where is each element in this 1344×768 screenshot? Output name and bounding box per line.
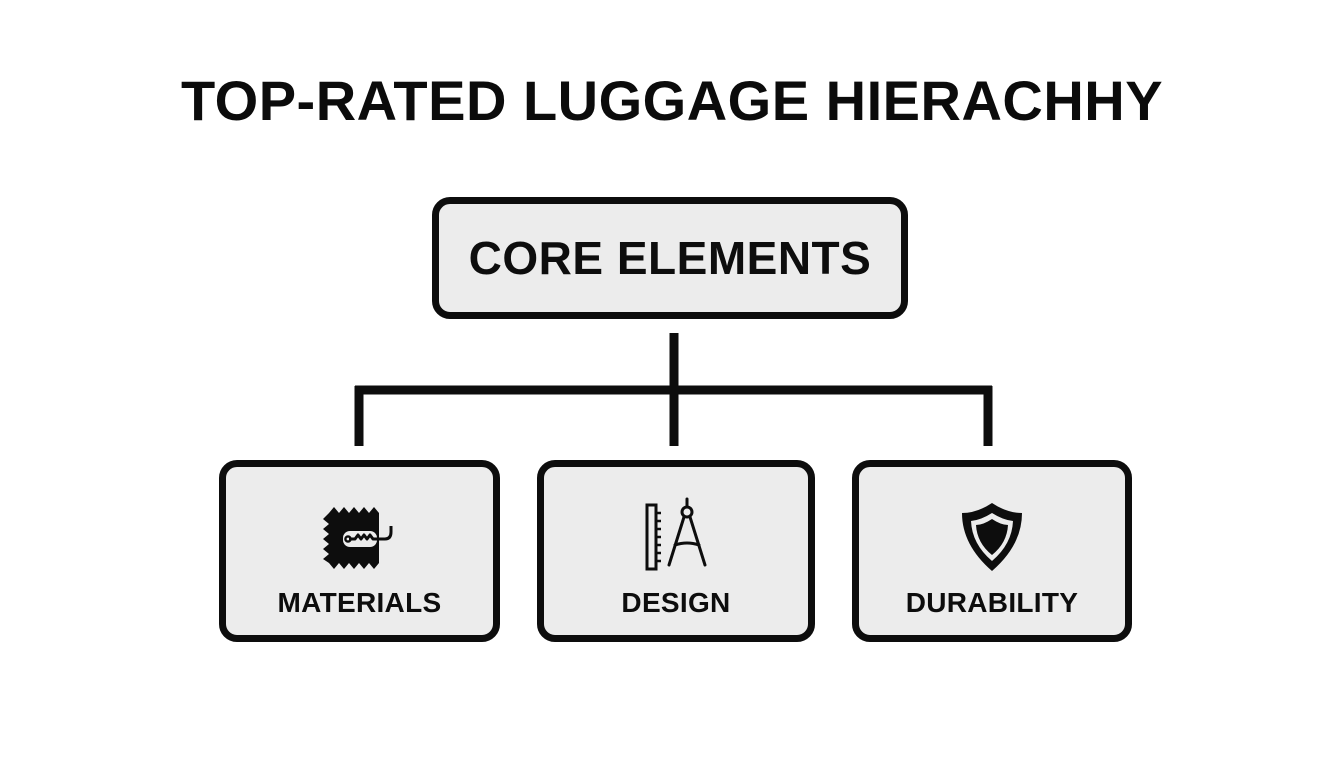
child-node-label-durability: DURABILITY — [905, 587, 1079, 618]
child-node-design: DESIGN — [537, 460, 815, 642]
diagram-title: TOP-RATED LUGGAGE HIERACHHY — [180, 69, 1164, 132]
child-node-label-design: DESIGN — [621, 587, 731, 618]
fabric-swatch-icon — [315, 493, 405, 583]
child-node-label-materials: MATERIALS — [277, 587, 442, 618]
shield-icon — [947, 493, 1037, 583]
root-node-label: CORE ELEMENTS — [468, 232, 872, 284]
child-node-durability: DURABILITY — [852, 460, 1132, 642]
ruler-compass-icon — [631, 493, 721, 583]
root-node-core-elements: CORE ELEMENTS — [432, 197, 908, 319]
child-node-materials: MATERIALS — [219, 460, 500, 642]
